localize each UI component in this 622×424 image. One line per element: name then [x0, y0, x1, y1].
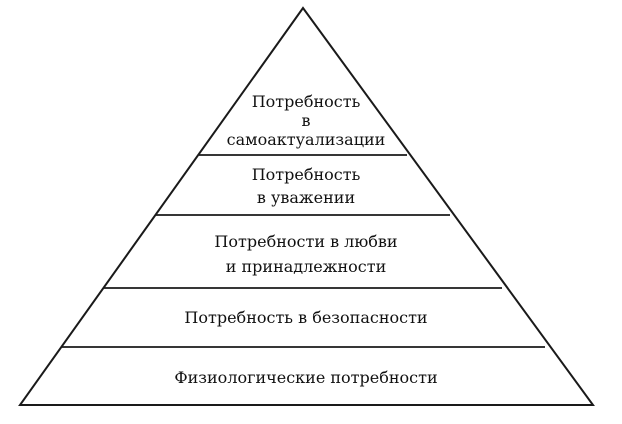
level-label-line: в уважении [257, 188, 355, 207]
level-label-line: Потребность [252, 165, 361, 184]
level-label-line: Потребности в любви [214, 232, 397, 251]
level-label-line: самоактуализации [227, 130, 386, 149]
level-label-line: Потребность в безопасности [184, 308, 427, 327]
level-esteem: Потребность в уважении [252, 165, 361, 207]
level-label-line: и принадлежности [226, 257, 387, 276]
level-physiological: Физиологические потребности [174, 368, 437, 387]
level-label-line: Физиологические потребности [174, 368, 437, 387]
level-safety: Потребность в безопасности [184, 308, 427, 327]
level-label-line: в [301, 111, 310, 130]
level-label-line: Потребность [252, 92, 361, 111]
pyramid-outline [18, 6, 595, 406]
level-self-actualization: Потребность в самоактуализации [227, 92, 386, 149]
level-love-belonging: Потребности в любви и принадлежности [214, 232, 397, 276]
